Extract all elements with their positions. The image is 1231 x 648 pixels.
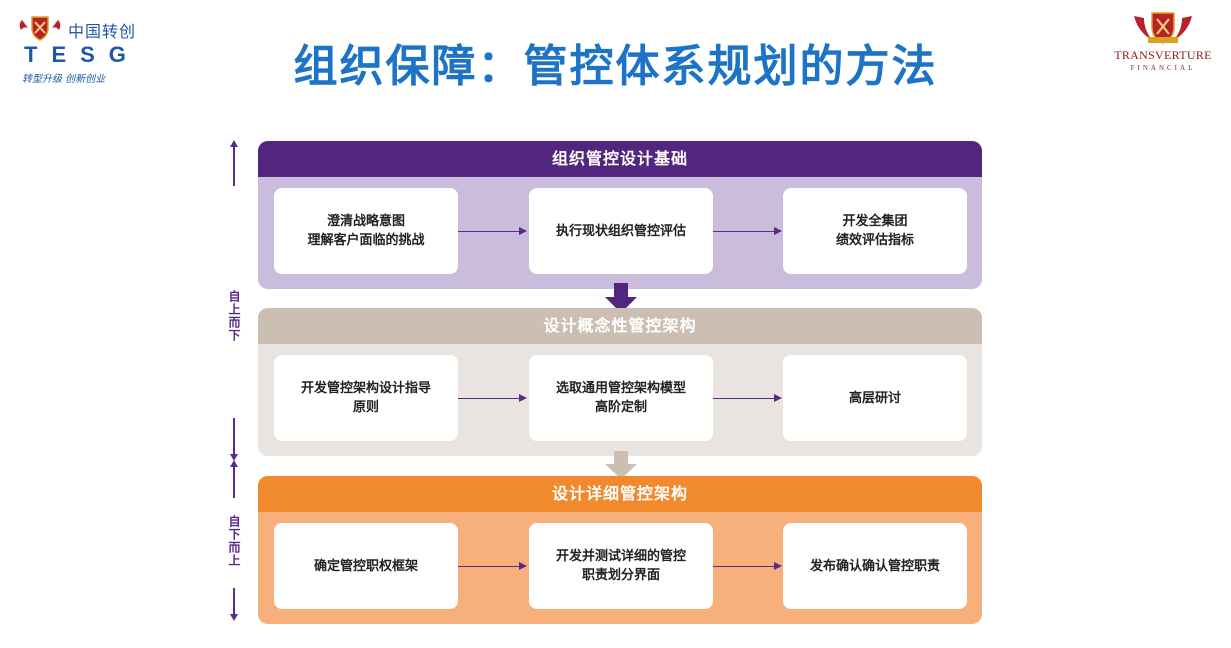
step-card-line: 理解客户面临的挑战	[307, 233, 425, 248]
step-card: 高层研讨	[783, 355, 967, 441]
step-card-line: 执行现状组织管控评估	[555, 223, 686, 239]
axis-line	[233, 146, 235, 186]
section-conceptual-architecture: 设计概念性管控架构 开发管控架构设计指导原则 选取通用管控架构模型高阶定制 高层…	[258, 308, 982, 456]
logo-company-sub: FINANCIAL	[1130, 64, 1196, 72]
step-card: 选取通用管控架构模型高阶定制	[529, 355, 713, 441]
section-header: 设计详细管控架构	[258, 476, 982, 512]
step-card: 澄清战略意图理解客户面临的挑战	[274, 188, 458, 274]
axis-arrow-up-icon	[230, 140, 238, 147]
tesg-logo: 中国转创 TESG 转型升级 创新创业	[18, 12, 148, 85]
step-card: 开发全集团绩效评估指标	[783, 188, 967, 274]
flow-arrow-icon	[458, 227, 527, 235]
step-card-line: 原则	[352, 400, 379, 415]
section-header: 组织管控设计基础	[258, 141, 982, 177]
transverture-logo: TRANSVERTURE FINANCIAL	[1113, 10, 1213, 80]
axis-arrow-down-icon	[230, 454, 238, 461]
axis-label-bottom-up: 自下而上	[227, 515, 241, 567]
step-card: 发布确认确认管控职责	[783, 523, 967, 609]
step-card-line: 高阶定制	[594, 400, 647, 415]
logo-en-text: TESG	[24, 42, 140, 67]
step-card-line: 绩效评估指标	[835, 233, 914, 248]
down-arrow-icon	[605, 451, 637, 479]
transverture-crest-icon	[1134, 12, 1192, 44]
step-card-line: 确定管控职权框架	[313, 558, 418, 574]
axis-line	[233, 588, 235, 616]
axis-line	[233, 418, 235, 456]
flow-arrow-icon	[713, 562, 782, 570]
axis-arrow-up-icon	[230, 460, 238, 467]
axis-arrow-down-icon	[230, 614, 238, 621]
step-card-line: 高层研讨	[848, 390, 901, 406]
step-card-line: 发布确认确认管控职责	[809, 558, 940, 574]
step-card-line: 职责划分界面	[581, 568, 660, 583]
step-card-line: 开发管控架构设计指导	[300, 381, 431, 396]
down-arrow-icon	[605, 283, 637, 313]
logo-cn-text: 中国转创	[68, 22, 137, 41]
section-governance-foundation: 组织管控设计基础 澄清战略意图理解客户面临的挑战 执行现状组织管控评估 开发全集…	[258, 141, 982, 289]
axis-line	[233, 466, 235, 498]
logo-slogan: 转型升级 创新创业	[22, 74, 106, 85]
section-detailed-architecture: 设计详细管控架构 确定管控职权框架 开发并测试详细的管控职责划分界面 发布确认确…	[258, 476, 982, 624]
flow-arrow-icon	[713, 394, 782, 402]
step-card-line: 开发全集团	[842, 214, 908, 229]
step-card: 执行现状组织管控评估	[529, 188, 713, 274]
logo-company-name: TRANSVERTURE	[1114, 48, 1212, 62]
step-card-line: 澄清战略意图	[326, 214, 405, 229]
flow-arrow-icon	[458, 562, 527, 570]
flow-arrow-icon	[713, 227, 782, 235]
axis-label-top-down: 自上而下	[227, 290, 241, 342]
step-card: 确定管控职权框架	[274, 523, 458, 609]
flow-arrow-icon	[458, 394, 527, 402]
page-title: 组织保障：管控体系规划的方法	[293, 41, 938, 92]
tesg-crest-icon	[19, 16, 61, 41]
section-header: 设计概念性管控架构	[258, 308, 982, 344]
step-card-line: 开发并测试详细的管控	[555, 549, 686, 564]
step-card: 开发管控架构设计指导原则	[274, 355, 458, 441]
step-card: 开发并测试详细的管控职责划分界面	[529, 523, 713, 609]
step-card-line: 选取通用管控架构模型	[555, 381, 686, 396]
